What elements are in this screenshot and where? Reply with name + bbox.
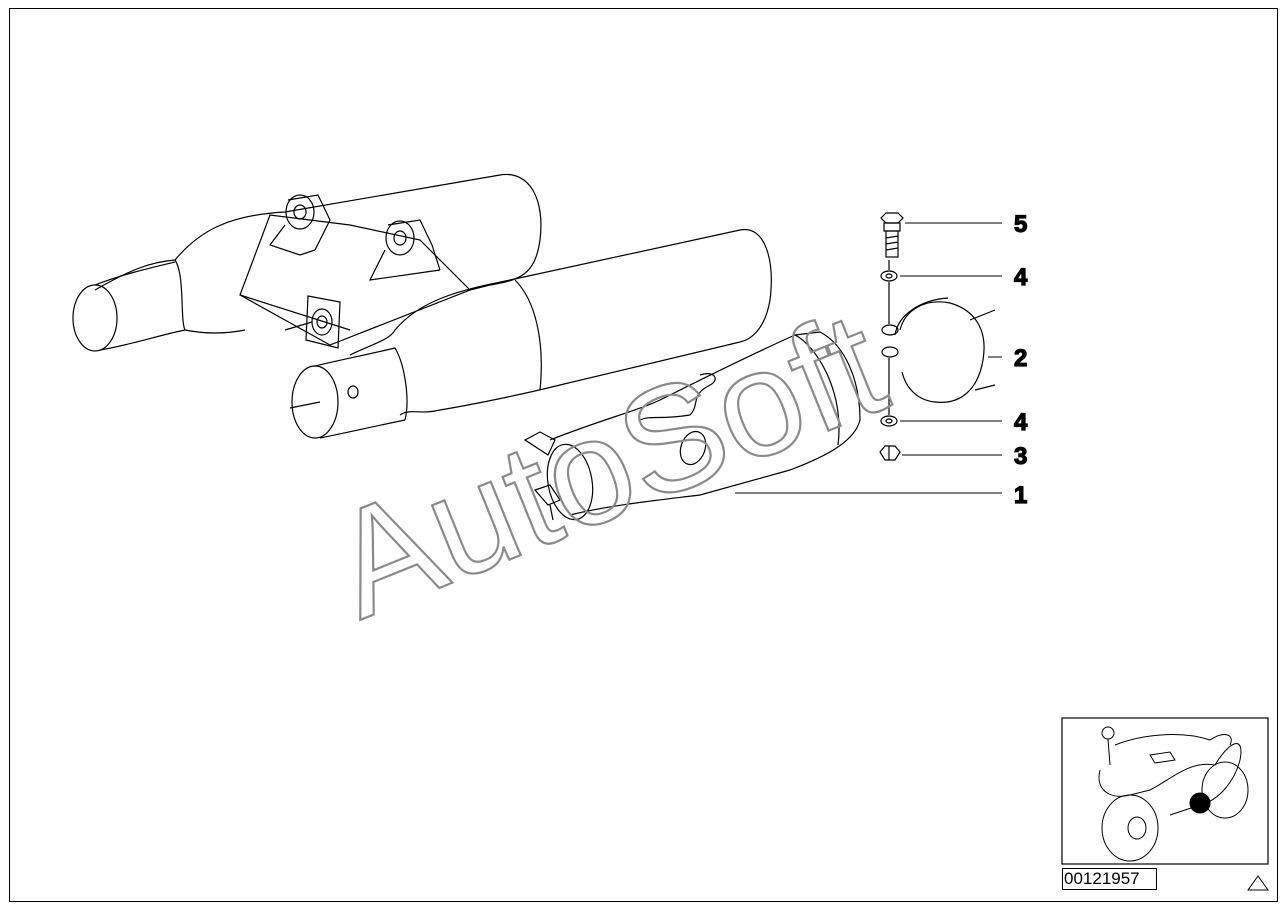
leader-lines bbox=[735, 222, 1002, 494]
assembled-silencer-pair bbox=[72, 173, 772, 439]
fastener-stack bbox=[879, 212, 904, 461]
document-number: 00121957 bbox=[1062, 868, 1157, 890]
motorcycle-locator-icon bbox=[1098, 726, 1249, 862]
callout-3: 3 bbox=[1014, 443, 1027, 470]
clamp-bracket-part bbox=[894, 297, 996, 403]
warning-triangle-icon bbox=[1247, 875, 1269, 891]
locator-inset bbox=[1061, 717, 1269, 865]
watermark-text: AutoSoft bbox=[309, 278, 905, 649]
callout-5: 5 bbox=[1014, 211, 1027, 238]
drawing-frame bbox=[9, 8, 1278, 902]
callout-2: 2 bbox=[1014, 345, 1027, 372]
locator-dot bbox=[1189, 792, 1211, 814]
callout-4-upper: 4 bbox=[1014, 264, 1028, 291]
callout-1: 1 bbox=[1014, 482, 1027, 509]
silencer-part bbox=[523, 331, 861, 521]
callout-4-lower: 4 bbox=[1014, 409, 1028, 436]
